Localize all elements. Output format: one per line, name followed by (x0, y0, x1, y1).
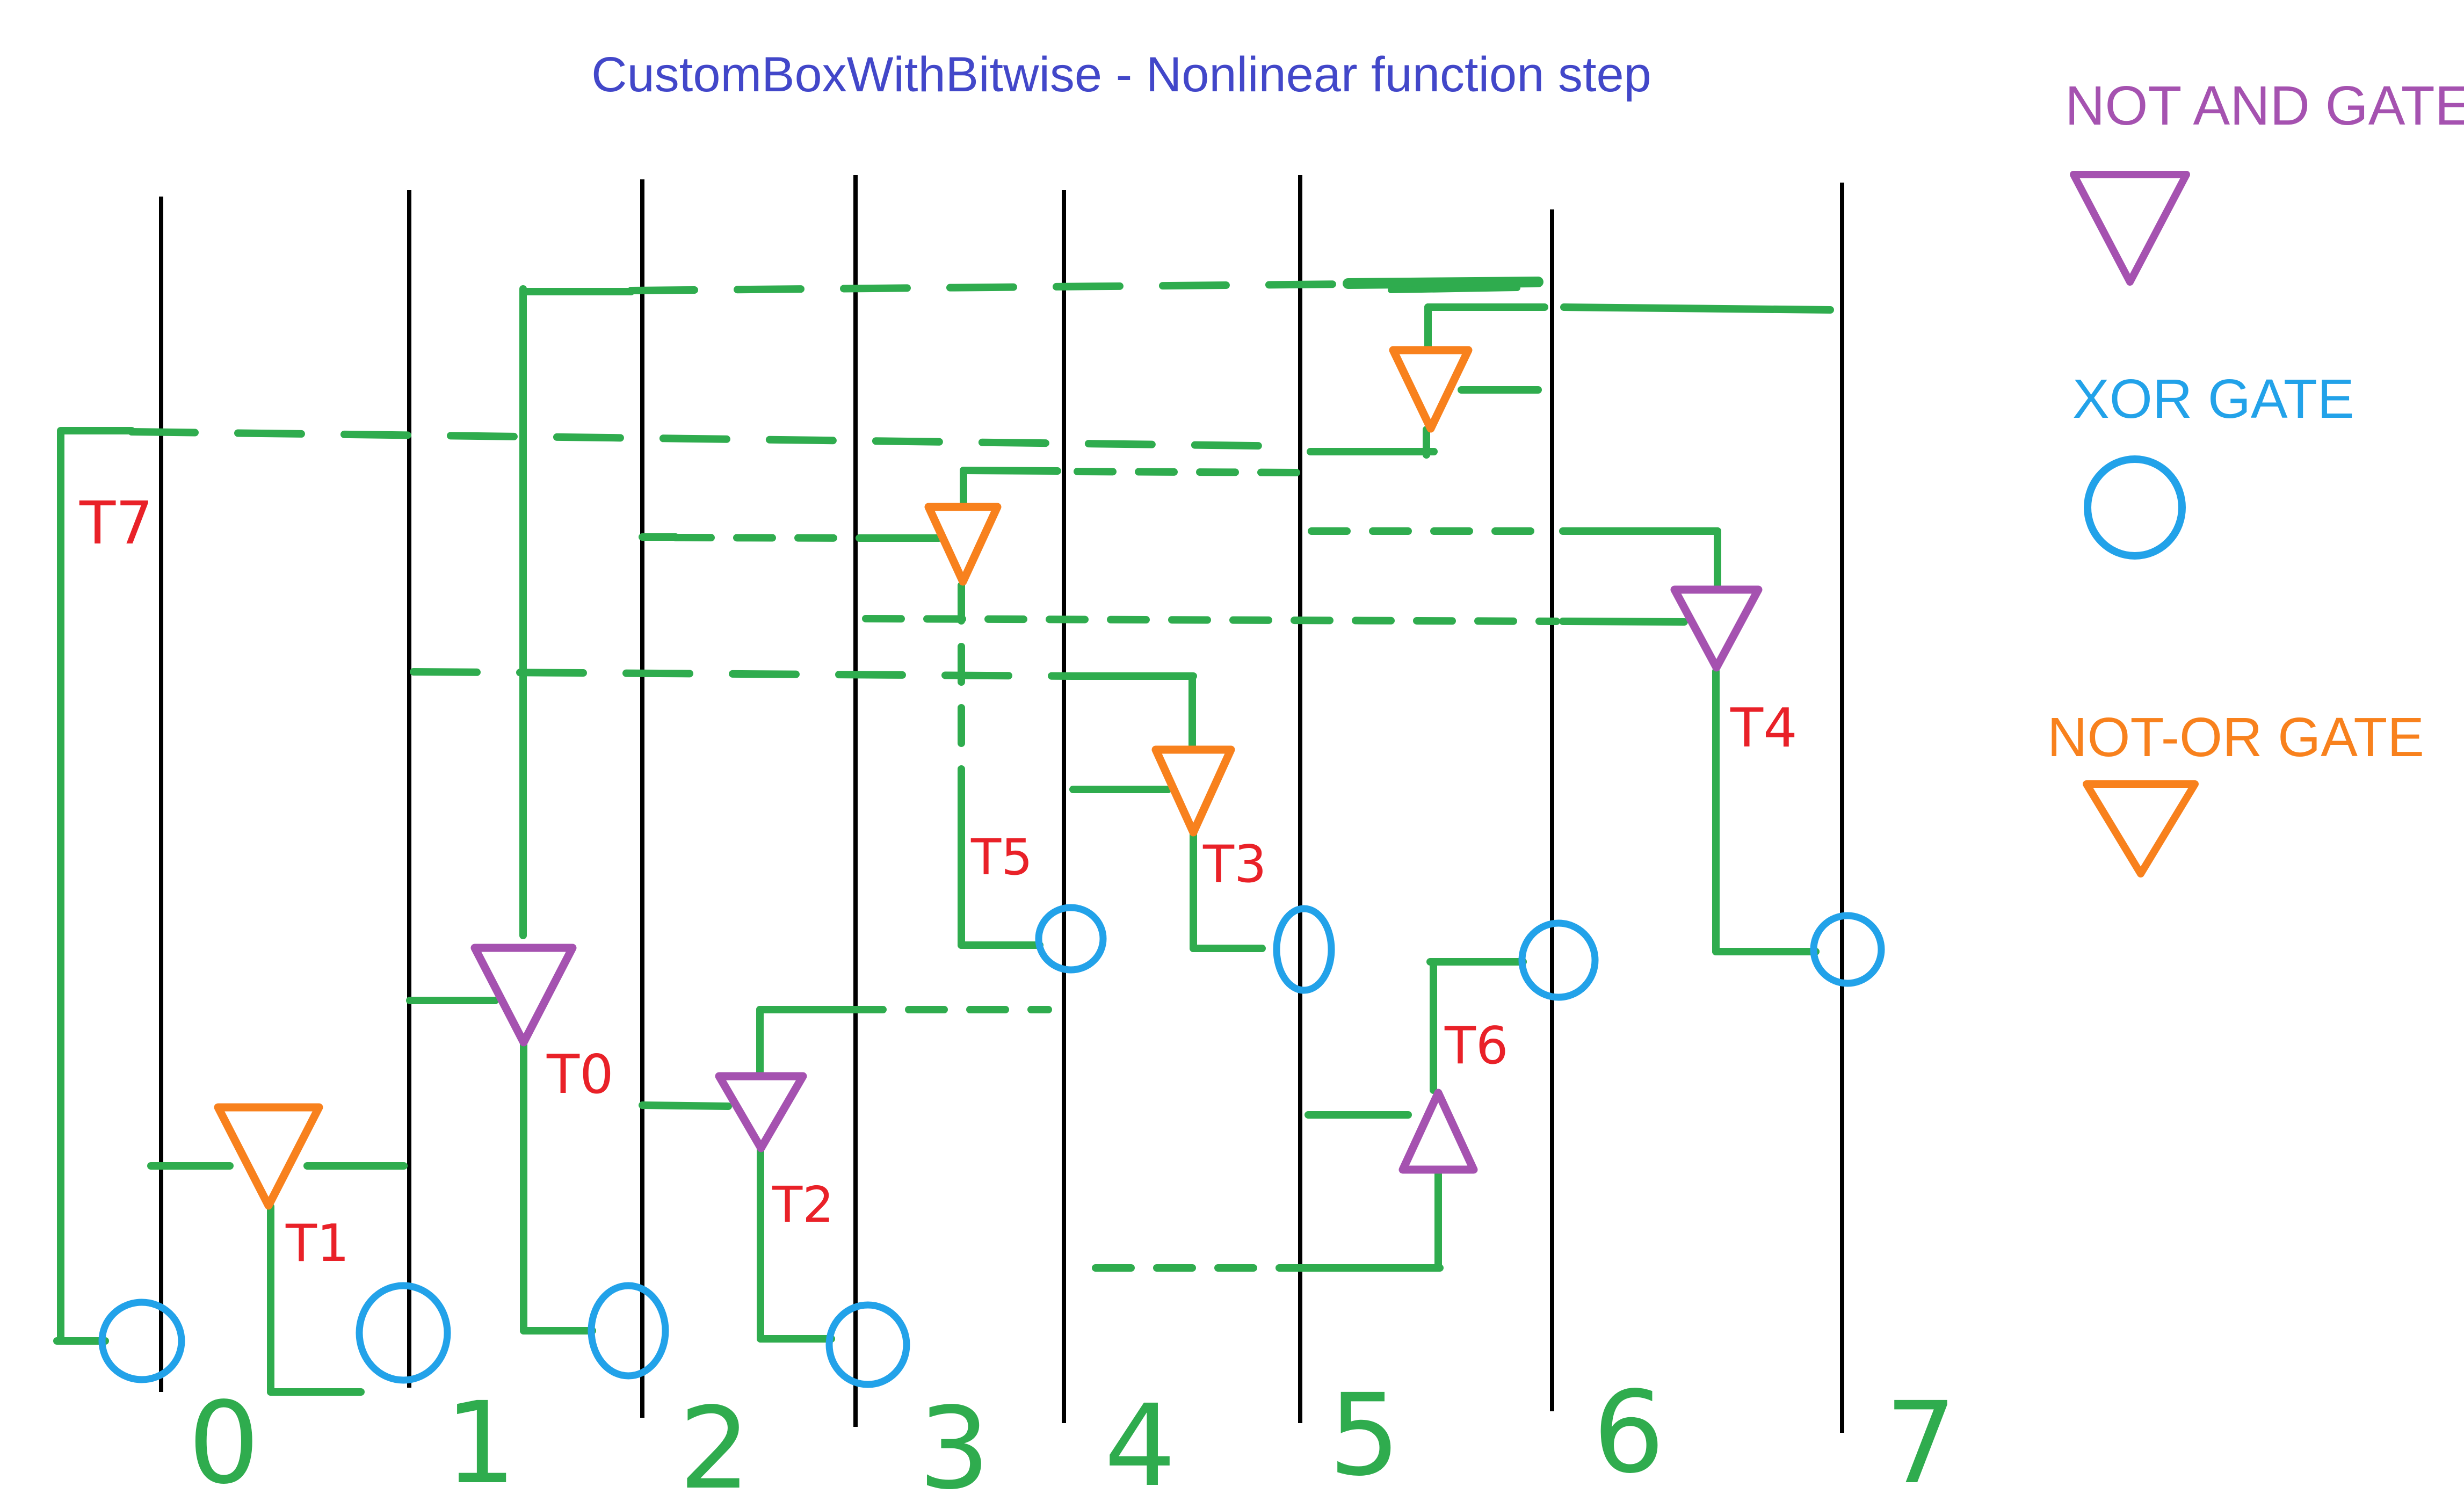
wire-number-5: 5 (1329, 1369, 1401, 1494)
connection-segment-37 (410, 668, 1077, 680)
legend-purple-triangle-icon (2070, 171, 2190, 286)
xor-gate-wire-0 (98, 1299, 185, 1383)
wire-number-1: 1 (445, 1377, 517, 1494)
legend-label-1: XOR GATE (2072, 368, 2354, 430)
gate-label-T4: T4 (1730, 697, 1798, 759)
not-and-gate-T4 (1670, 585, 1763, 672)
xor-gate-wire-4 (1035, 904, 1107, 974)
gate-label-T1: T1 (285, 1214, 349, 1273)
xor-gate-wire-3 (825, 1301, 910, 1388)
not-and-gate-T0 (470, 944, 577, 1047)
not-and-gate-T2 (715, 1072, 807, 1152)
gate-label-T2: T2 (772, 1176, 834, 1234)
gate-label-T3: T3 (1202, 835, 1266, 894)
connection-segment-11 (627, 280, 1352, 294)
connection-segment-30 (1074, 468, 1302, 476)
not-or-gate-T5 (924, 503, 1002, 586)
legend-xor-circle-icon (2084, 455, 2186, 560)
diagram-title: CustomBoxWithBitwise - Nonlinear functio… (591, 47, 1651, 102)
connection-segment-13 (1388, 285, 1520, 293)
xor-gate-wire-5 (1273, 905, 1335, 994)
xor-gate-wire-1 (356, 1282, 451, 1384)
not-and-gate-T6 (1398, 1089, 1478, 1174)
wire-number-0: 0 (188, 1377, 260, 1494)
connection-segment-25 (639, 1101, 732, 1110)
wire-number-4: 4 (1104, 1380, 1176, 1494)
gate-label-T7: T7 (79, 489, 153, 557)
connection-segment-4 (1560, 303, 1834, 314)
wire-number-7: 7 (1885, 1377, 1957, 1494)
connection-segment-29 (960, 467, 1061, 475)
xor-gate-wire-7 (1810, 912, 1885, 987)
connection-segment-1 (128, 428, 1301, 450)
not-or-gate-T3 (1151, 745, 1235, 837)
connection-segment-12 (1343, 277, 1543, 289)
gate-label-T5: T5 (970, 829, 1033, 886)
gate-label-T6: T6 (1444, 1017, 1508, 1076)
xor-gate-wire-6 (1518, 919, 1599, 1001)
gate-label-T0: T0 (546, 1043, 614, 1106)
xor-gate-wire-2 (588, 1282, 669, 1380)
connection-segment-52 (862, 615, 1560, 625)
legend-orange-triangle-icon (2083, 780, 2199, 877)
not-or-gate-top-right-nor (1389, 346, 1473, 433)
wire-number-2: 2 (679, 1383, 751, 1494)
connection-segment-53 (1559, 618, 1688, 626)
wire-number-6: 6 (1593, 1367, 1665, 1494)
legend-label-0: NOT AND GATE (2065, 75, 2464, 136)
wire-number-3: 3 (918, 1383, 990, 1494)
not-or-gate-T1 (214, 1103, 323, 1210)
legend-label-2: NOT-OR GATE (2047, 706, 2424, 768)
